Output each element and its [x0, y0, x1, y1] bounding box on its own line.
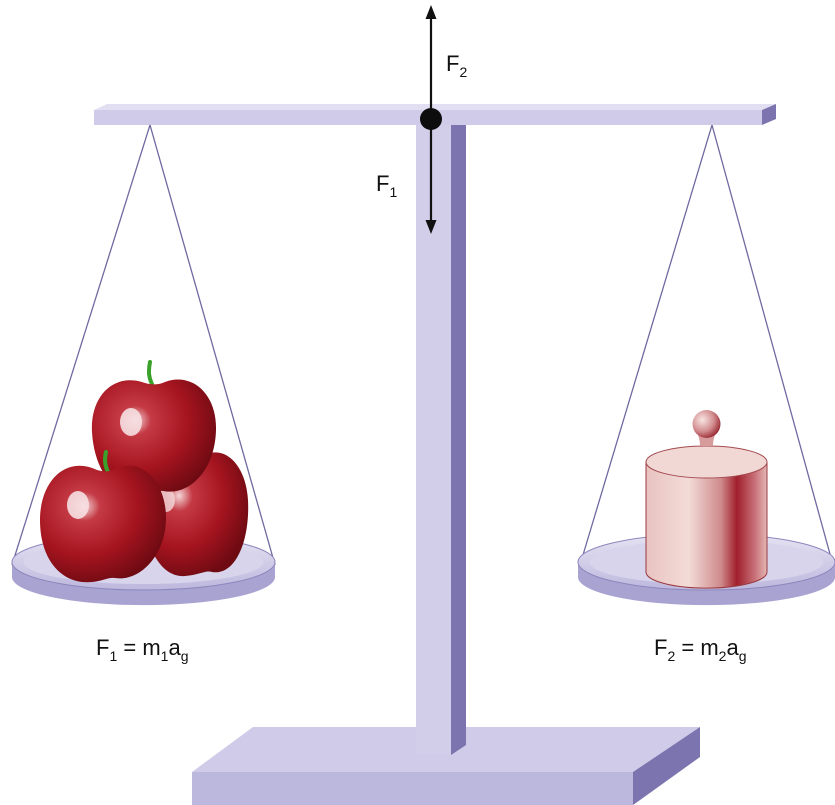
pivot-point [420, 108, 442, 130]
apple-front [40, 450, 166, 583]
scale-post [416, 110, 466, 755]
right-pan-strings [579, 124, 834, 566]
right-equation: F2 = m2ag [654, 635, 747, 664]
weight [645, 410, 768, 589]
left-pan-strings [11, 124, 276, 566]
force-arrow-up [425, 5, 437, 118]
force-arrow-down [425, 120, 437, 234]
label-f2-arrow: F2 [446, 51, 467, 80]
weight-knob [692, 410, 721, 438]
apples [40, 360, 249, 583]
left-equation: F1 = m1ag [96, 635, 189, 664]
label-f1-arrow: F1 [376, 171, 397, 200]
